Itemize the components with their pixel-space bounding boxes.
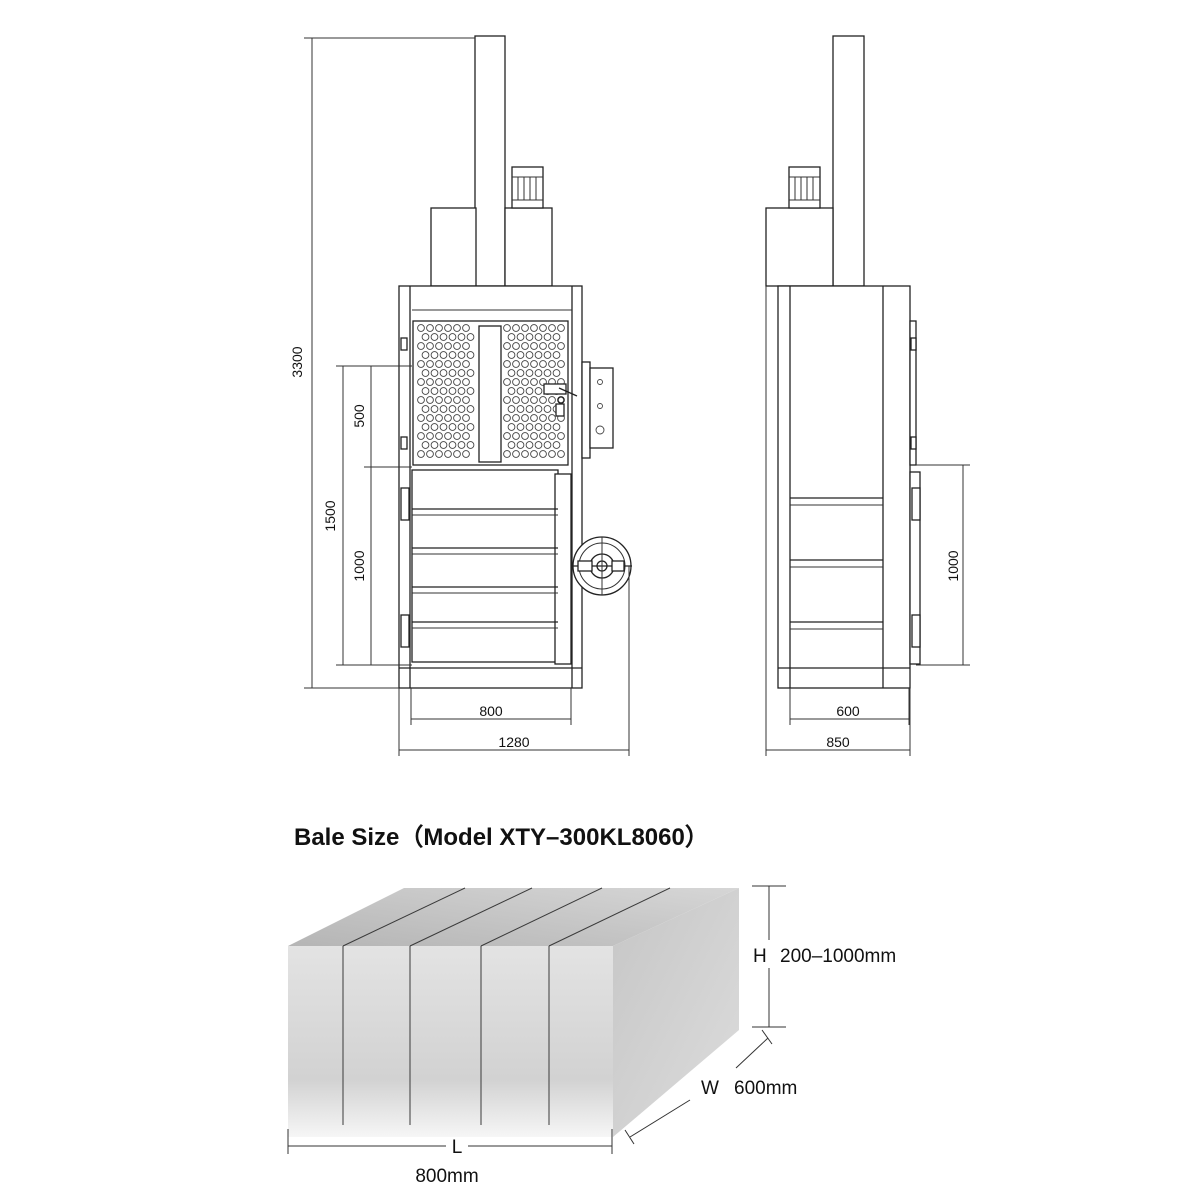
front-handwheel [572, 536, 632, 596]
bale-width-dimension [624, 1029, 773, 1145]
bale-width-value: 600mm [734, 1078, 797, 1099]
front-view: 3300 1500 500 1000 800 1280 [289, 35, 632, 756]
bale-top-face [288, 888, 739, 946]
dim-chamber-height: 1000 [351, 550, 367, 581]
bale-length-dimension [287, 1129, 613, 1154]
front-perforated-door [412, 320, 569, 466]
front-motor-fan [511, 166, 544, 209]
front-dimension-labels: 3300 1500 500 1000 800 1280 [289, 346, 530, 750]
dim-feed-height: 500 [351, 404, 367, 428]
bale-front-face [288, 946, 613, 1137]
side-motor-fan [788, 166, 821, 209]
dim-overall-depth: 850 [826, 734, 850, 750]
dim-side-chamber-height: 1000 [945, 550, 961, 581]
front-control-box [581, 361, 614, 459]
front-door-latch [543, 383, 578, 417]
bale-length-symbol: L [452, 1137, 463, 1158]
dim-inner-width: 800 [479, 703, 503, 719]
bale-height-symbol: H [753, 946, 767, 967]
bale-illustration [287, 885, 786, 1154]
side-motor-housing [765, 207, 834, 287]
side-main-frame [777, 285, 911, 689]
bale-side-face [613, 888, 739, 1137]
bale-width-symbol: W [701, 1078, 719, 1099]
front-chamber-door [411, 469, 572, 665]
front-dimension-lines [304, 37, 630, 756]
dim-total-height: 3300 [289, 346, 305, 377]
front-motor-housing [504, 207, 553, 287]
dim-overall-width: 1280 [498, 734, 529, 750]
bale-height-value: 200–1000mm [780, 946, 896, 967]
dim-chamber-total: 1500 [322, 500, 338, 531]
side-door-edge [909, 320, 921, 665]
side-view: 1000 600 850 [765, 35, 970, 756]
side-dimension-lines [765, 286, 970, 756]
front-cylinder [474, 35, 506, 287]
bale-height-dimension [752, 885, 786, 1028]
side-cylinder [832, 35, 865, 287]
bale-size-title: Bale Size（Model XTY–300KL8060） [294, 824, 709, 851]
bale-dimension-labels: H 200–1000mm W 600mm L 800mm [415, 946, 896, 1187]
front-oil-tank [430, 207, 477, 287]
side-dimension-labels: 1000 600 850 [826, 550, 961, 750]
perforation-pattern [417, 324, 565, 458]
dim-inner-depth: 600 [836, 703, 860, 719]
bale-strap-lines [342, 887, 671, 1125]
front-hinges [400, 337, 410, 648]
bale-length-value: 800mm [415, 1166, 478, 1187]
